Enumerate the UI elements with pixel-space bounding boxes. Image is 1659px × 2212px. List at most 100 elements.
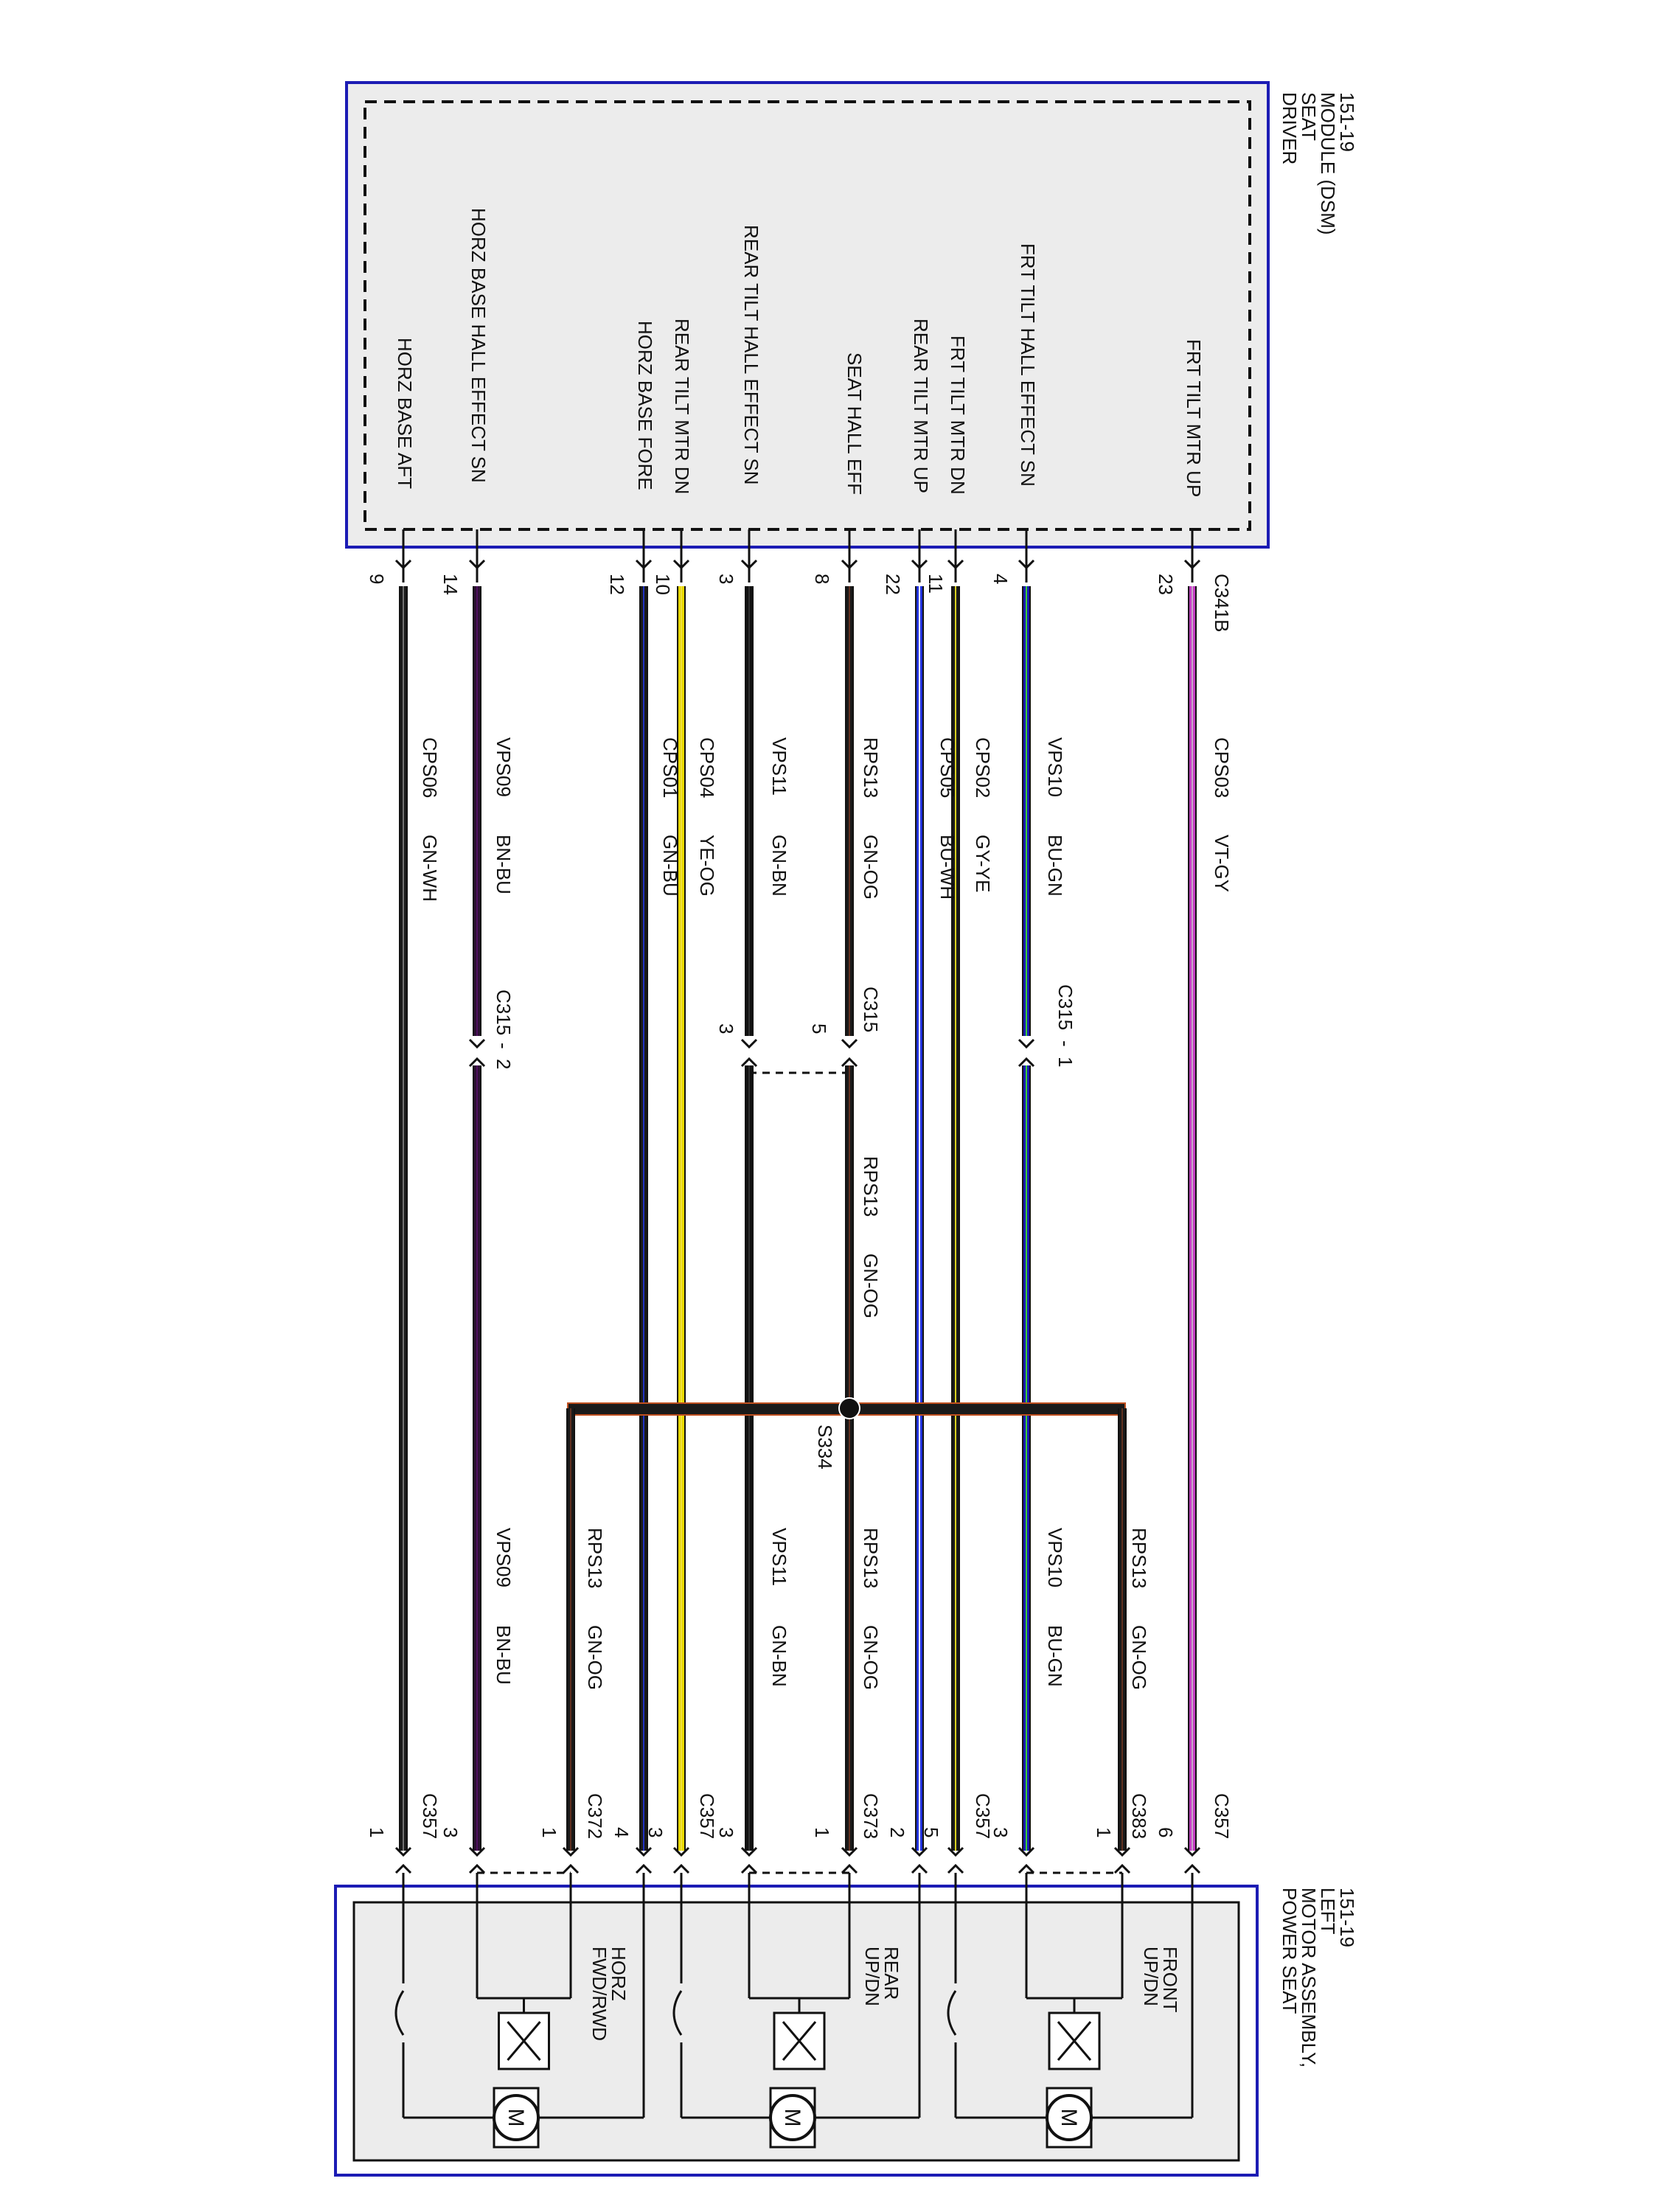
connector-pin: 2 xyxy=(493,1059,515,1069)
connector-pin-icon xyxy=(1183,1846,1201,1857)
motor-label-line: FRONT xyxy=(1159,1947,1181,2013)
circuit-color: GN-WH xyxy=(419,835,441,902)
splice-label-text: S334 xyxy=(814,1425,836,1470)
connector-pin-icon xyxy=(635,1863,653,1874)
connector-pin-icon xyxy=(672,559,690,570)
pin-label-text: HORZ BASE AFT xyxy=(394,338,416,489)
connector-pin-icon xyxy=(1113,1863,1131,1874)
connector-pin-icon xyxy=(468,1038,486,1049)
circuit-id: RPS13 xyxy=(1128,1528,1150,1588)
connector-pin-icon xyxy=(740,1057,758,1068)
circuit-id: VPS09 xyxy=(493,1528,515,1587)
pin-label: HORZ BASE AFT xyxy=(394,338,416,489)
motor-label-line: FWD/RWD xyxy=(588,1947,611,2041)
splice-label: S334 xyxy=(814,1425,836,1470)
circuit-id: CPS04 xyxy=(696,737,718,798)
pin-label-text: FRT TILT MTR UP xyxy=(1183,339,1205,497)
pin-label-text: REAR TILT MTR DN xyxy=(671,319,693,494)
pin-number-text: 3 xyxy=(715,574,737,584)
pin-label-text: FRT TILT MTR DN xyxy=(947,335,969,495)
circuit-id: VPS10 xyxy=(1044,737,1066,797)
motor-label-line: UP/DN xyxy=(861,1947,883,2006)
connector-pin-icon xyxy=(468,1057,486,1068)
pin-number: 22 xyxy=(882,574,904,595)
connector-label: C383 xyxy=(1128,1793,1150,1839)
circuit-color: BU-GN xyxy=(1044,835,1066,897)
circuit-id: RPS13 xyxy=(860,737,882,798)
circuit-id: RPS13 xyxy=(860,1156,882,1217)
pin-label-text: HORZ BASE HALL EFFECT SN xyxy=(467,208,490,483)
hall-sensor-mark xyxy=(507,2021,541,2061)
connector-label-c341b: C341B xyxy=(1211,574,1233,633)
connector-name: C315 xyxy=(493,990,515,1035)
circuit-id: VPS09 xyxy=(493,737,515,797)
connector-pin-icon xyxy=(740,1863,758,1874)
connector-pin-icon xyxy=(841,1057,858,1068)
connector-label: C357 xyxy=(419,1793,441,1839)
pin-number-text: 3 xyxy=(715,1827,737,1837)
connector-name: C315 xyxy=(860,987,882,1032)
pin-label: FRT TILT MTR UP xyxy=(1183,339,1205,497)
pin-number-text: 3 xyxy=(990,1827,1012,1837)
circuit-id: VPS11 xyxy=(768,1528,790,1586)
pin-number-text: 11 xyxy=(925,574,947,594)
motor-symbol-rear: M xyxy=(769,2087,816,2149)
connector-label: C357 xyxy=(972,1793,994,1839)
connector-pin-icon xyxy=(1113,1846,1131,1857)
pin-number: 5 xyxy=(920,1827,942,1837)
pin-number: 3 xyxy=(715,1023,737,1034)
connector-name: C357 xyxy=(972,1793,994,1839)
driver-seat-module-box xyxy=(345,81,1270,549)
pin-number-text: 8 xyxy=(811,574,833,584)
circuit-id: CPS06 xyxy=(419,737,441,798)
pin-number-text: 6 xyxy=(1155,1827,1177,1837)
motor-icon xyxy=(1046,2094,1093,2141)
pin-label-text: REAR TILT MTR UP xyxy=(910,319,932,493)
pin-number-text: 2 xyxy=(886,1827,908,1837)
pin-number-text: 3 xyxy=(715,1023,737,1034)
pin-number: 14 xyxy=(439,574,462,595)
connector-pin-icon xyxy=(841,1846,858,1857)
pin-number-text: 12 xyxy=(606,574,628,595)
wires xyxy=(394,529,1201,2119)
psma-title-line-4: 151-19 xyxy=(1336,1888,1358,1947)
pin-number-text: 1 xyxy=(366,1827,388,1837)
motor-label-line: REAR xyxy=(880,1947,902,2000)
pin-label: REAR TILT HALL EFFECT SN xyxy=(740,225,762,485)
connector-pin-icon xyxy=(841,1863,858,1874)
connector-pin-icon xyxy=(911,1846,928,1857)
motor-symbol-horz: M xyxy=(493,2087,540,2149)
connector-pin-icon xyxy=(1018,1057,1035,1068)
circuit-id: CPS01 xyxy=(659,737,681,798)
pin-label: FRT TILT HALL EFFECT SN xyxy=(1017,243,1039,487)
connector-pin-icon xyxy=(468,1846,486,1857)
pin-number-text: 9 xyxy=(366,574,388,584)
pin-label: REAR TILT MTR DN xyxy=(671,319,693,494)
dsm-title-line-4: 151-19 xyxy=(1336,92,1358,152)
pin-number: 9 xyxy=(366,574,388,584)
connector-pin-icon xyxy=(1018,1863,1035,1874)
pin-number-text: 1 xyxy=(538,1827,560,1837)
circuit-color: GN-BN xyxy=(768,835,790,897)
pin-number: 3 xyxy=(644,1827,667,1837)
pin-number-text: 23 xyxy=(1155,574,1177,595)
circuit-color: GN-OG xyxy=(860,835,882,900)
switch-icon xyxy=(947,1990,957,2036)
pin-label: HORZ BASE FORE xyxy=(634,321,656,490)
connector-label: C373 xyxy=(860,1793,882,1839)
connector-label-c315: C315-1 xyxy=(1054,984,1077,1067)
connector-name: C373 xyxy=(860,1793,882,1839)
pin-number: 12 xyxy=(606,574,628,595)
circuit-color: GN-BU xyxy=(659,835,681,897)
switch-icon xyxy=(672,1990,683,2036)
connector-label: C372 xyxy=(584,1793,606,1839)
